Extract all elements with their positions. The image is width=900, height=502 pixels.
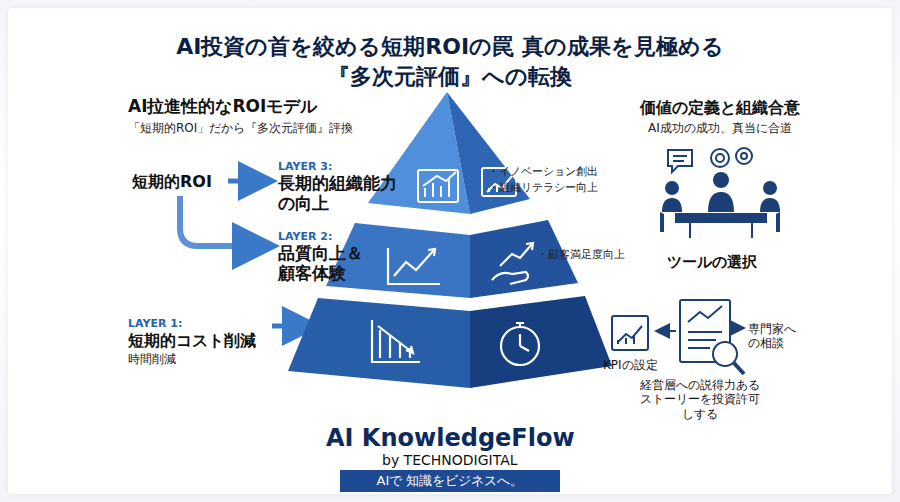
layer-title: 品質向上＆顧客体験 [278,243,370,284]
section-heading: 価値の定義と組織合意 [640,98,800,117]
bullet-item: ・顧客満足度向上 [537,248,625,261]
source-label: 短期的ROI [132,172,212,191]
meeting-icon [668,148,766,238]
bullet-item: ・組織リテラシー向上 [488,181,598,194]
pyramid [288,92,612,388]
tagline-text: AIで 知識をビジネスへ。 [377,473,524,489]
step-label: KPIの設定 [603,358,658,372]
layer-tag: LAYER 1: [128,317,182,330]
step-label: ツールの選択 [667,253,757,271]
bullet-item: ・イノベーション創出 [488,165,598,178]
brand-byline: by TECHNODIGITAL [382,452,518,469]
layer-title: 長期的組織能力の向上 [278,173,404,214]
side-arrows [658,328,742,331]
layer-title: 短期的コスト削減 [128,331,256,350]
title: AI投資の首を絞める短期ROIの罠 真の成果を見極める『多次元評価』への転換 [170,32,730,91]
layer-tag: LAYER 3: [278,160,332,173]
section-subtitle: AI成功の成功、真当に合道 [648,121,792,135]
meeting-people [660,172,780,232]
layer-note: 時間削減 [128,352,176,366]
section-subtitle: 「短期的ROI」だから『多次元評価』評換 [128,121,353,135]
section-heading: AI拉進性的なROIモデル [128,96,317,116]
step-label: 経営層への説得力あるストーリーを投資許可しする [636,378,764,421]
tagline-band: AIで 知識をビジネスへ。 [340,470,560,492]
layer-tag: LAYER 2: [278,230,332,243]
step-label: 専門家への相談 [748,322,802,351]
brand-name: AI KnowledgeFlow [326,424,575,453]
